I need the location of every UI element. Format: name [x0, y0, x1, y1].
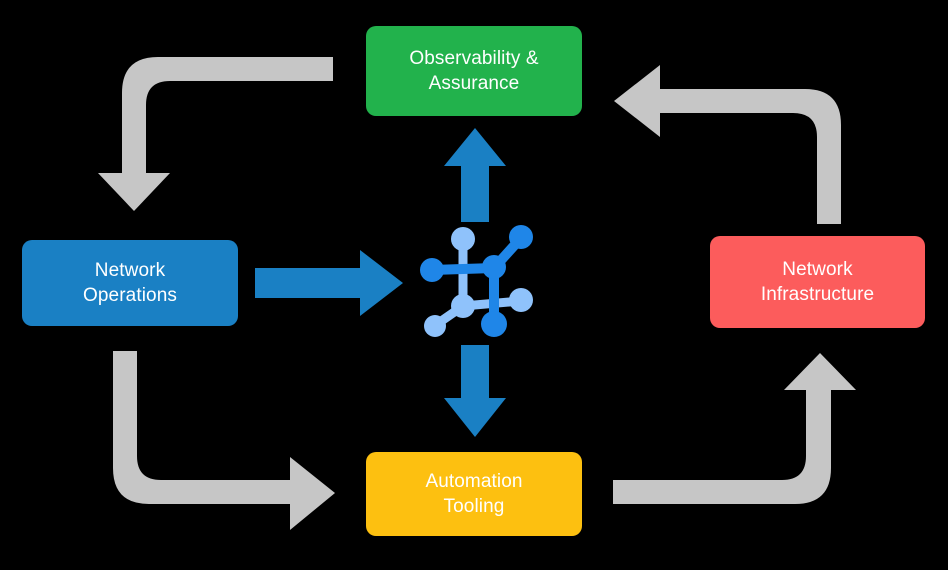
icon-node-dark-center [482, 255, 506, 279]
icon-node-dark-bottom [481, 311, 507, 337]
node-box-network-operations[interactable]: Network Operations [22, 240, 238, 326]
node-box-network-infrastructure[interactable]: Network Infrastructure [710, 236, 925, 328]
icon-node-light-right [509, 288, 533, 312]
icon-node-light-top [451, 227, 475, 251]
arrow-observability-to-operations [98, 57, 333, 211]
arrow-infrastructure-to-observability [614, 65, 841, 224]
icon-node-light-bottom-left [424, 315, 446, 337]
icon-node-dark-left [420, 258, 444, 282]
arrow-automation-to-infrastructure [613, 353, 856, 504]
node-box-observability[interactable]: Observability & Assurance [366, 26, 582, 116]
arrow-operations-to-automation [113, 351, 335, 530]
icon-node-dark-top-right [509, 225, 533, 249]
icon-node-light-center [451, 294, 475, 318]
arrow-center-to-observability [444, 128, 506, 222]
node-box-automation-tooling[interactable]: Automation Tooling [366, 452, 582, 536]
arrow-operations-to-center [255, 250, 403, 316]
arrow-center-to-automation [444, 345, 506, 437]
